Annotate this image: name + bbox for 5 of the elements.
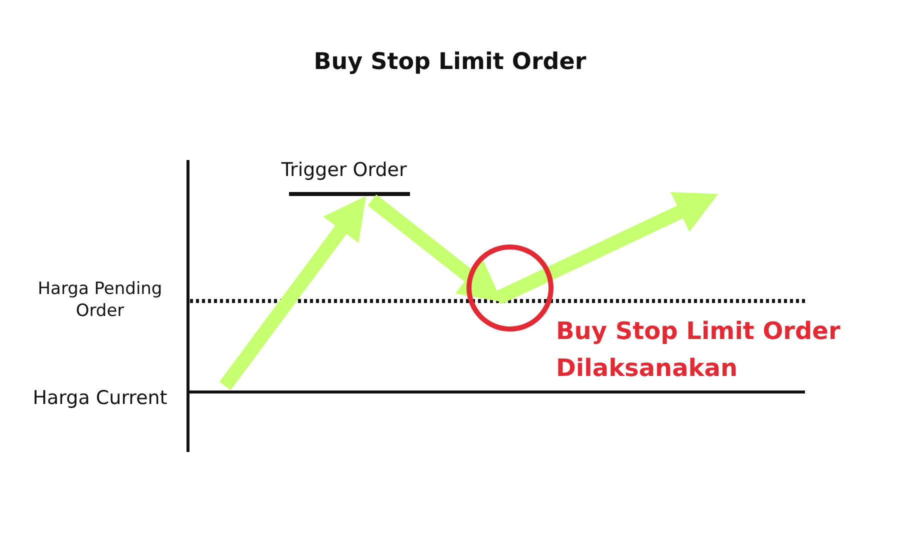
- axis-label: Harga Pending Order: [36, 278, 164, 322]
- level-label: Trigger Order: [280, 158, 408, 183]
- callout-text: Buy Stop Limit Order Dilaksanakan: [556, 316, 842, 384]
- chart-title: Buy Stop Limit Order: [312, 48, 588, 77]
- axis-label: Harga Current: [32, 386, 168, 411]
